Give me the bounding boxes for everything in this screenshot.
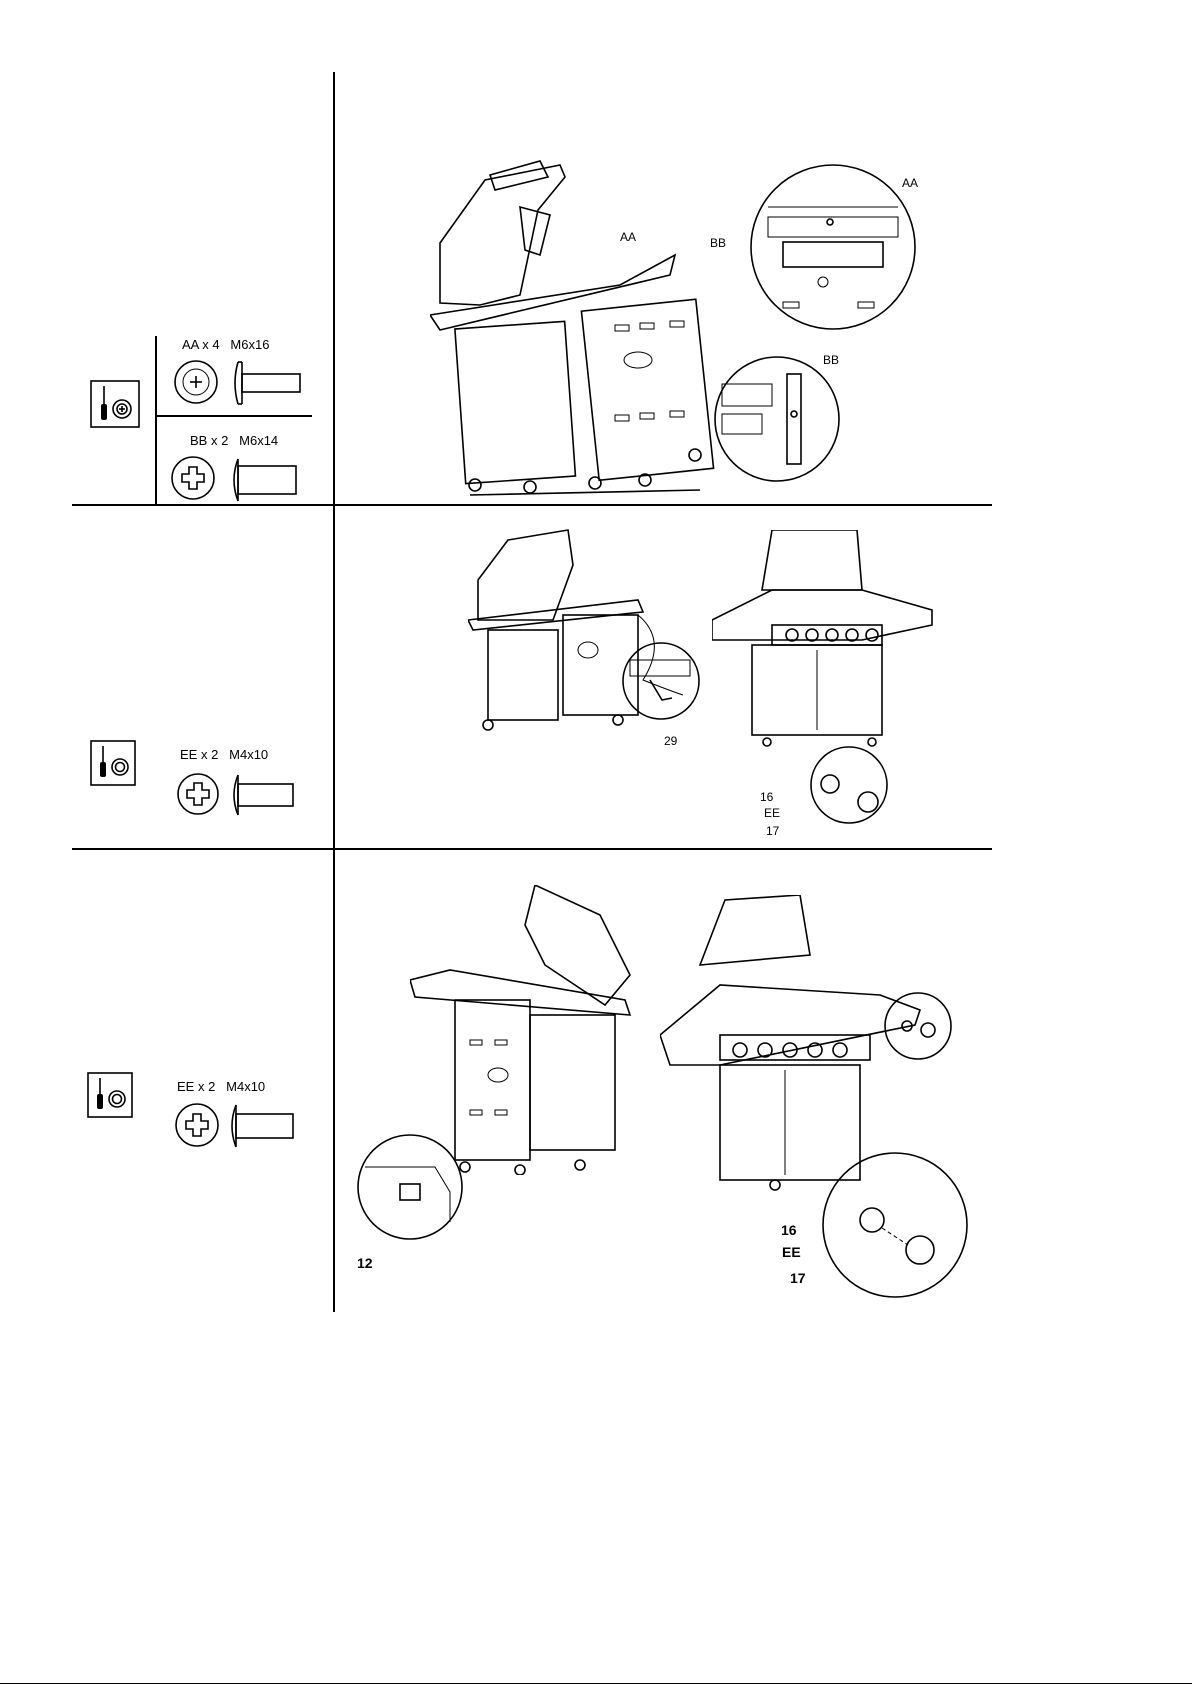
detail-circle-top <box>748 162 918 332</box>
detail-circle-29 <box>620 640 702 722</box>
hardware-label-ee: EE x 2 M4x10 <box>177 1079 265 1094</box>
row-divider-1 <box>72 504 992 506</box>
callout-bb-detail: BB <box>823 353 839 367</box>
hardware-label-aa: AA x 4 M6x16 <box>182 337 269 352</box>
callout-17: 17 <box>790 1270 806 1286</box>
callout-ee: EE <box>764 806 780 820</box>
callout-bb: BB <box>710 236 726 250</box>
bolt-side-icon <box>226 1102 298 1150</box>
column-divider <box>333 72 335 1312</box>
screw-head-icon <box>170 455 216 501</box>
page-footer-rule <box>0 1683 1192 1684</box>
detail-circle-bottom <box>712 354 842 484</box>
callout-aa-detail: AA <box>902 176 918 190</box>
bolt-side-icon <box>228 772 298 818</box>
callout-16: 16 <box>781 1222 797 1238</box>
callout-16: 16 <box>760 790 773 804</box>
callout-aa: AA <box>620 230 636 244</box>
detail-circle-top-right <box>882 990 954 1062</box>
screwdriver-icon <box>90 740 136 786</box>
hardware-divider <box>155 336 157 504</box>
bolt-side-icon <box>228 455 303 505</box>
screwdriver-icon <box>90 380 140 428</box>
screw-head-icon <box>176 772 220 816</box>
callout-29: 29 <box>664 734 677 748</box>
detail-circle-12 <box>355 1132 465 1242</box>
screw-head-icon <box>174 1102 220 1148</box>
callout-12: 12 <box>357 1255 373 1271</box>
screw-head-icon <box>172 358 220 406</box>
hardware-label-ee: EE x 2 M4x10 <box>180 747 268 762</box>
grill-front-illustration <box>712 530 937 750</box>
callout-17: 17 <box>766 824 779 838</box>
bolt-side-icon <box>230 358 305 408</box>
callout-ee: EE <box>782 1244 801 1260</box>
hardware-row-divider <box>155 415 312 417</box>
detail-circle-knob <box>808 744 890 826</box>
hardware-label-bb: BB x 2 M6x14 <box>190 433 278 448</box>
detail-circle-knob <box>820 1150 970 1300</box>
screwdriver-icon <box>87 1072 133 1118</box>
grill-assembly-illustration <box>430 155 755 500</box>
row-divider-2 <box>72 848 992 850</box>
